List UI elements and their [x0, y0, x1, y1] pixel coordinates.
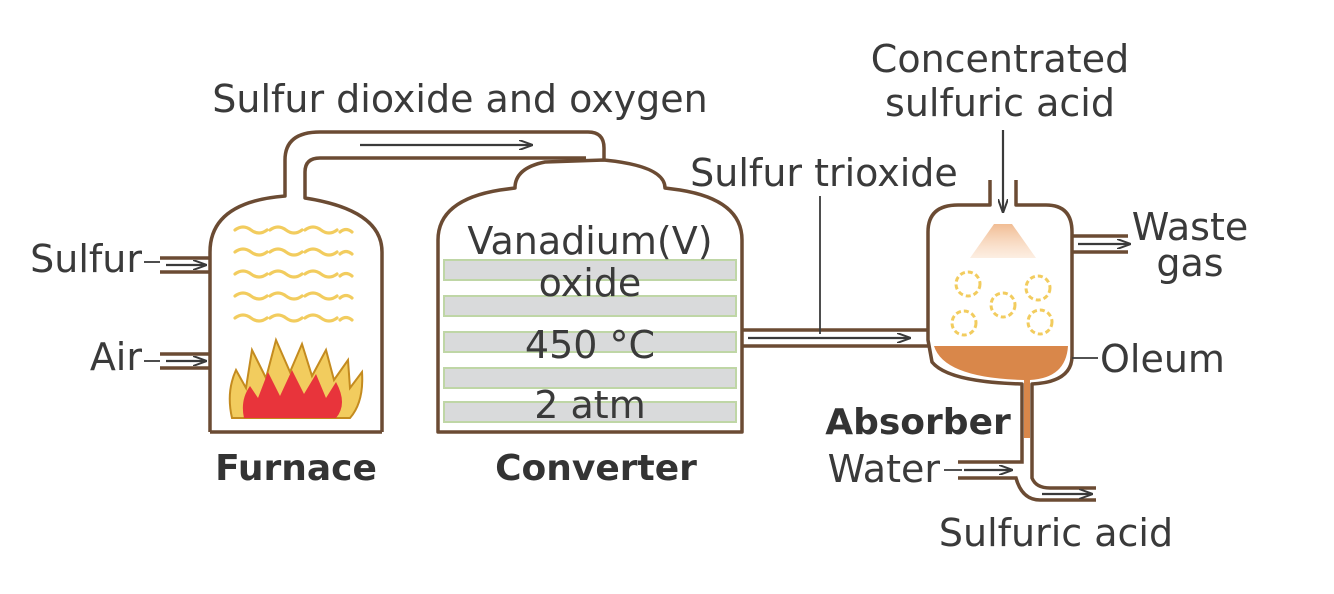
absorber — [926, 130, 1130, 502]
catalyst-tray — [443, 295, 737, 317]
oleum-label: Oleum — [1100, 337, 1225, 381]
pressure-label: 2 atm — [534, 383, 645, 427]
absorber-title: Absorber — [825, 402, 1011, 443]
furnace-title: Furnace — [215, 448, 377, 489]
water-inlet-pipe — [958, 440, 1096, 502]
waste-gas-label-line1: Waste — [1132, 205, 1249, 249]
sulfur-inlet-pipe — [160, 256, 210, 274]
gas-bubbles — [950, 270, 1054, 337]
catalyst-label-line2: oxide — [539, 261, 642, 305]
catalyst-tray — [443, 259, 737, 281]
catalyst-trays — [443, 259, 737, 423]
furnace — [144, 130, 606, 434]
air-label: Air — [90, 335, 143, 379]
absorber-vessel — [926, 180, 1074, 440]
waste-gas-label-line2: gas — [1156, 241, 1223, 285]
converter — [436, 158, 928, 434]
flame-inner — [242, 370, 342, 418]
sulfur-label: Sulfur — [30, 237, 142, 281]
furnace-vessel — [208, 130, 606, 434]
air-inlet-pipe — [160, 352, 210, 370]
converter-vessel — [436, 158, 744, 434]
catalyst-label-line1: Vanadium(V) — [467, 219, 712, 263]
sulfur-vapor-waves — [233, 225, 354, 323]
conc-acid-label-line1: Concentrated — [871, 37, 1129, 81]
so2-o2-label: Sulfur dioxide and oxygen — [212, 77, 708, 121]
water-label: Water — [828, 447, 941, 491]
product-label: Sulfuric acid — [939, 511, 1173, 555]
acid-spray — [970, 224, 1036, 258]
catalyst-tray — [443, 401, 737, 423]
catalyst-tray — [443, 331, 737, 353]
oleum-pool — [934, 346, 1068, 438]
conc-acid-label-line2: sulfuric acid — [885, 81, 1115, 125]
catalyst-tray — [443, 367, 737, 389]
temperature-label: 450 °C — [525, 323, 655, 367]
so3-pipe — [742, 328, 928, 348]
so3-label: Sulfur trioxide — [690, 151, 958, 195]
waste-gas-pipe — [1072, 234, 1128, 254]
converter-title: Converter — [495, 448, 697, 489]
